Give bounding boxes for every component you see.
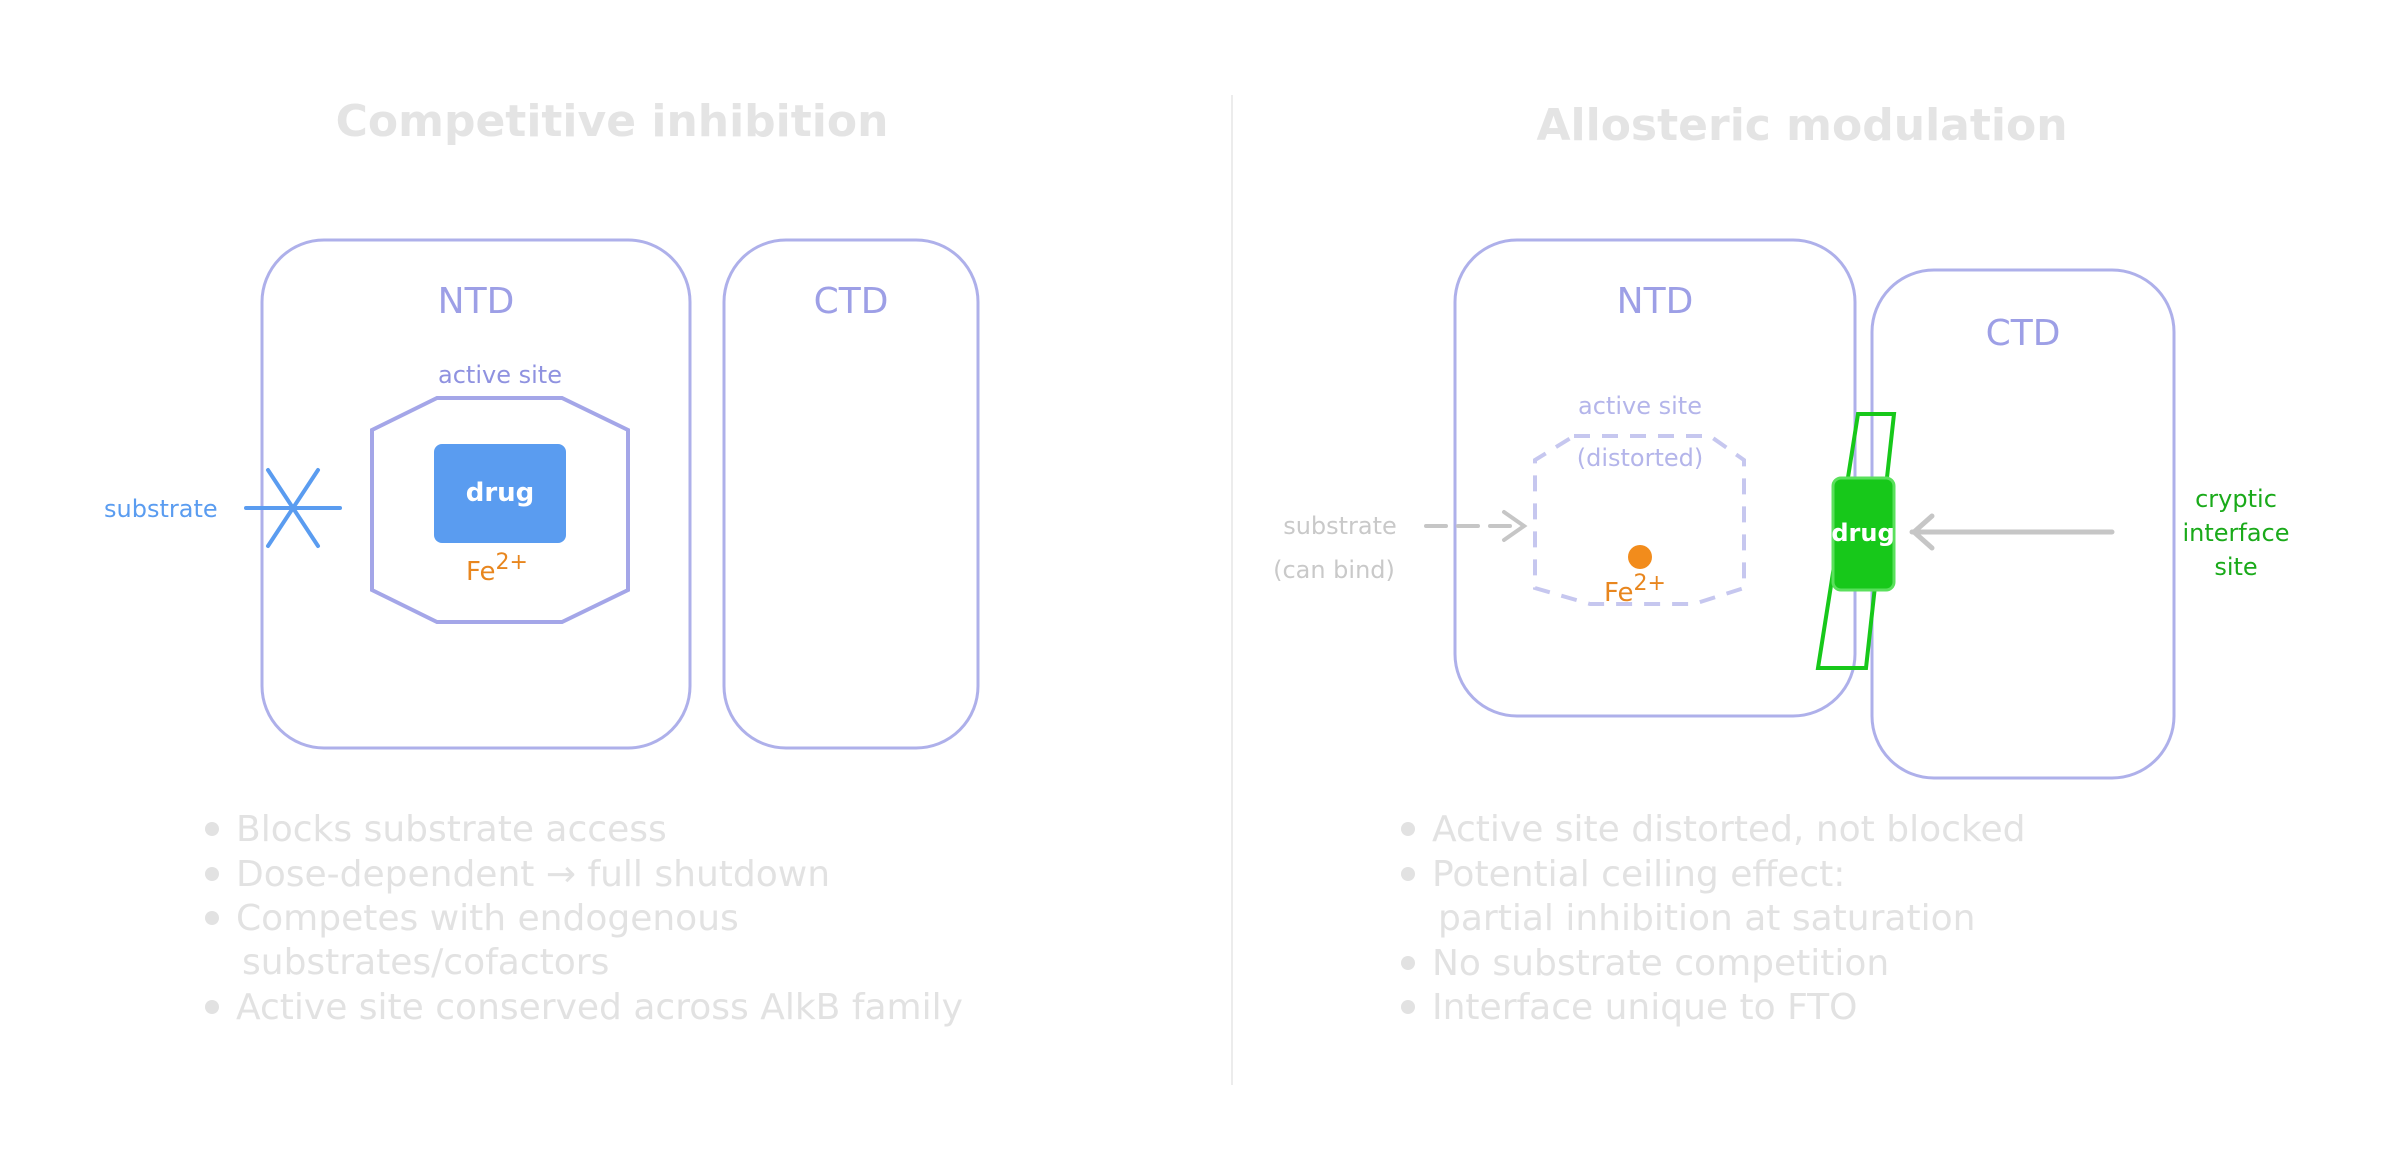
distorted-note: (distorted) [1577,444,1704,472]
bullet-dot [1401,867,1415,881]
bullet-text: Dose-dependent → full shutdown [236,854,830,895]
bullet-text: Interface unique to FTO [1432,987,1858,1028]
distorted-active-site [1533,434,1746,606]
active-site-label: active site [1578,392,1702,420]
blocked-mark-icon [244,468,342,548]
interface-band [1815,412,1897,670]
cryptic-site-arrow-icon [1909,513,2115,551]
ntd-label: NTD [1617,281,1694,322]
substrate-note: (can bind) [1273,556,1395,584]
drug-label: drug [1831,519,1894,547]
ntd-label: NTD [438,281,515,322]
iron-label: Fe2+ [466,550,528,587]
bullet-dot [205,911,219,925]
drug-label: drug [466,478,535,508]
right-bullet-list: Active site distorted, not blocked Poten… [1401,809,2025,1028]
bullet-dot [1401,822,1415,836]
iron-label: Fe2+ [1604,571,1666,608]
bullet-dot [1401,956,1415,970]
right-panel-title: Allosteric modulation [1536,100,2067,151]
bullet-dot [1401,1000,1415,1014]
active-site-pocket [370,396,630,624]
right-panel: Allosteric modulation CTD NTD active sit… [1273,100,2289,1028]
bullet-text: No substrate competition [1432,943,1889,984]
cryptic-site-label-line1: cryptic [2195,485,2277,513]
substrate-label: substrate [104,495,218,523]
bullet-text-continued: substrates/cofactors [242,942,609,983]
bullet-text: Potential ceiling effect: [1432,854,1845,895]
cryptic-site-label-line2: interface [2182,519,2289,547]
iron-atom [1628,545,1652,569]
substrate-label: substrate [1283,512,1397,540]
left-panel: Competitive inhibition NTD CTD active si… [104,96,980,1028]
bullet-dot [205,1000,219,1014]
ctd-domain [722,238,980,750]
substrate-arrow-icon [1424,510,1528,542]
bullet-text: Blocks substrate access [236,809,667,850]
allosteric-drug-block [1831,476,1896,592]
ctd-label: CTD [1986,313,2061,354]
bullet-text: Active site distorted, not blocked [1432,809,2025,850]
bullet-dot [205,822,219,836]
bullet-text: Competes with endogenous [236,898,739,939]
cryptic-site-label-line3: site [2214,553,2257,581]
left-bullet-list: Blocks substrate access Dose-dependent →… [205,809,963,1028]
bullet-text: Active site conserved across AlkB family [236,987,963,1028]
drug-block [434,444,566,543]
active-site-label: active site [438,361,562,389]
left-panel-title: Competitive inhibition [336,96,889,147]
ctd-label: CTD [814,281,889,322]
ntd-domain [260,238,692,750]
bullet-dot [205,867,219,881]
bullet-text-continued: partial inhibition at saturation [1438,898,1975,939]
